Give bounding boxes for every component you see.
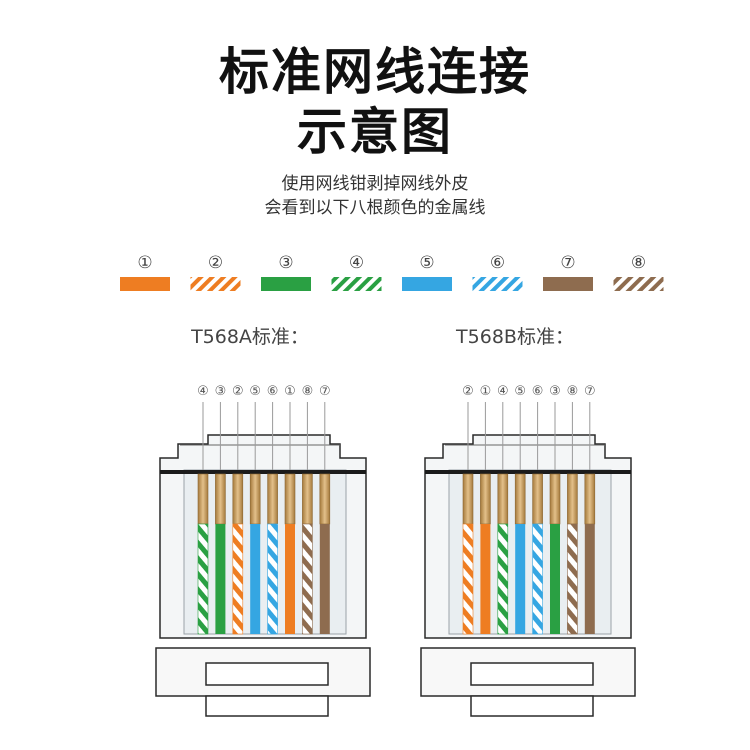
wire-blue-white — [532, 523, 543, 635]
gold-pin — [232, 473, 244, 525]
t568a-label: T568A标准： — [191, 326, 309, 348]
legend-swatch-blue — [402, 277, 452, 291]
wire-green-white — [197, 523, 209, 635]
pin-label: ⑦ — [319, 384, 331, 399]
wire-green — [215, 524, 226, 634]
wire-orange-white — [462, 523, 474, 635]
plug-window — [183, 469, 347, 635]
legend-number: ⑧ — [631, 253, 646, 273]
subtitle-line2: 会看到以下八根颜色的金属线 — [264, 198, 486, 218]
gold-pin — [284, 473, 296, 525]
page-title-line1: 标准网线连接 — [219, 43, 531, 101]
wire-green — [550, 524, 560, 634]
pin-label: ③ — [549, 384, 561, 399]
legend-number: ⑤ — [419, 253, 434, 273]
plug-clip — [205, 662, 329, 686]
pin-label: ② — [462, 384, 474, 399]
wire-color-legend: ① ② ③ ④ ⑤ ⑥ ⑦ ⑧ — [120, 253, 664, 291]
pin-label: ⑧ — [567, 384, 579, 399]
pin-label: ④ — [197, 384, 209, 399]
gold-pin — [549, 473, 561, 525]
gold-pin — [480, 473, 491, 525]
gold-pin — [319, 473, 331, 525]
legend-swatch-brown-white — [613, 277, 664, 291]
pin-label: ③ — [215, 384, 227, 399]
legend-swatch-brown — [543, 277, 593, 291]
pin-label: ⑥ — [267, 384, 279, 399]
wire-orange-white — [232, 523, 244, 635]
gold-pin — [197, 473, 209, 525]
gold-pin — [462, 473, 474, 525]
wire-brown-white — [302, 523, 313, 635]
legend-swatch-orange-white — [190, 277, 241, 291]
legend-swatch-green — [261, 277, 311, 291]
wire-brown — [584, 524, 595, 634]
plug-tail — [205, 695, 329, 717]
wire-brown — [319, 524, 330, 634]
plug-band — [425, 470, 631, 474]
subtitle-line1: 使用网线钳剥掉网线外皮 — [281, 174, 469, 194]
pin-label: ⑦ — [584, 384, 596, 399]
wire-orange — [480, 524, 491, 634]
pin-label: ⑥ — [532, 384, 544, 399]
gold-pin — [302, 473, 313, 525]
gold-pin — [267, 473, 278, 525]
pin-label: ① — [284, 384, 296, 399]
pin-label: ⑤ — [249, 384, 261, 399]
gold-pin — [249, 473, 261, 525]
plug-clip — [470, 662, 594, 686]
pin-label: ① — [480, 384, 492, 399]
plug-window — [448, 469, 612, 635]
legend-number: ③ — [278, 253, 293, 273]
gold-pin — [215, 473, 226, 525]
legend-number: ④ — [349, 253, 364, 273]
pin-label: ② — [232, 384, 244, 399]
wire-blue — [250, 524, 261, 634]
legend-number: ① — [137, 253, 152, 273]
legend-swatch-orange — [120, 277, 170, 291]
gold-pin — [514, 473, 526, 525]
wire-brown-white — [567, 523, 578, 635]
gold-pin — [567, 473, 578, 525]
plug-tail — [470, 695, 594, 717]
page-title-line2: 示意图 — [297, 103, 453, 161]
legend-number: ⑥ — [490, 253, 505, 273]
t568b-label: T568B标准： — [456, 326, 574, 348]
gold-pin — [584, 473, 596, 525]
gold-pin — [497, 473, 509, 525]
pin-label: ⑧ — [302, 384, 314, 399]
legend-number: ⑦ — [560, 253, 575, 273]
legend-swatch-blue-white — [472, 277, 523, 291]
wire-orange — [285, 524, 295, 634]
plug-band — [160, 470, 366, 474]
gold-pin — [532, 473, 543, 525]
pin-label: ⑤ — [514, 384, 526, 399]
wire-green-white — [497, 523, 509, 635]
wire-blue — [515, 524, 526, 634]
wire-blue-white — [267, 523, 278, 635]
legend-number: ② — [208, 253, 223, 273]
pin-label: ④ — [497, 384, 509, 399]
legend-swatch-green-white — [331, 277, 382, 291]
